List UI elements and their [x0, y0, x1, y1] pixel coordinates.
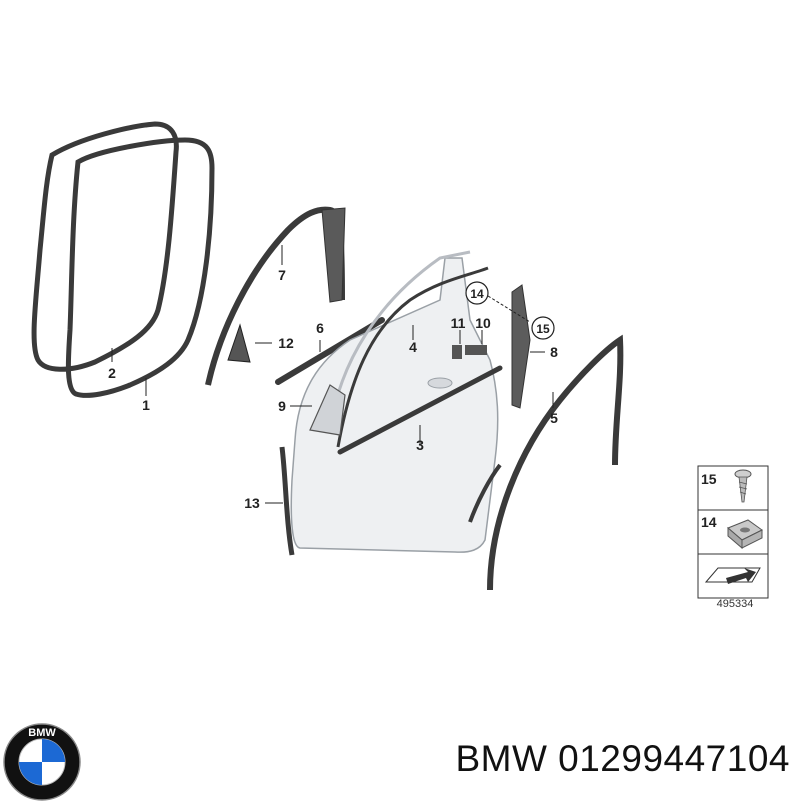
legend-item-15: 15 — [701, 471, 717, 487]
screw-icon — [734, 469, 752, 503]
arrow-icon — [704, 567, 761, 584]
bmw-logo: BMW — [2, 722, 82, 802]
part-4-window-channel — [336, 266, 489, 448]
part-2-door-seal-inner — [31, 121, 179, 372]
callout-5: 5 — [550, 410, 558, 426]
callout-2: 2 — [108, 365, 116, 381]
callout-8: 8 — [550, 344, 558, 360]
part-9-mirror-base — [309, 384, 346, 436]
part-12-mirror-triangle — [227, 323, 251, 363]
callout-7: 7 — [278, 267, 286, 283]
part-3-door-panel — [290, 257, 499, 553]
callout-13: 13 — [244, 495, 260, 511]
part-3-beltline-molding — [337, 365, 503, 455]
legend-box: 15 14 — [697, 465, 769, 599]
bmw-logo-text: BMW — [28, 727, 56, 739]
callout-14-circle — [465, 281, 489, 305]
callout-15: 15 — [536, 322, 550, 336]
callout-11: 11 — [451, 315, 466, 331]
callout-14: 14 — [470, 287, 484, 301]
callout-3: 3 — [416, 437, 424, 453]
leader-lines — [111, 245, 554, 504]
part-7-frame-end — [321, 207, 346, 303]
part-3-door-handle-recess — [427, 377, 453, 389]
part-11-clip — [452, 345, 462, 359]
callout-10: 10 — [475, 315, 491, 331]
part-5-rear-seal-tail — [468, 463, 502, 523]
callout-9: 9 — [278, 398, 286, 414]
part-5-rear-seal — [487, 334, 624, 591]
part-8-pillar-trim — [511, 284, 531, 409]
legend-item-14: 14 — [701, 514, 717, 530]
callout-6: 6 — [316, 320, 324, 336]
callout-4: 4 — [409, 339, 417, 355]
callout-12: 12 — [278, 335, 294, 351]
part-number-label: BMW 01299447104 — [455, 738, 790, 779]
diagram-reference-id: 495334 — [716, 598, 754, 610]
callout-15-circle — [531, 316, 555, 340]
callout-1: 1 — [142, 397, 150, 413]
part-10-clip — [465, 345, 487, 355]
clip-nut-icon — [727, 519, 763, 550]
part-6-belt-strip — [275, 317, 385, 385]
part-1-door-seal-outer — [65, 137, 215, 398]
part-13-front-edge-seal — [279, 446, 295, 556]
